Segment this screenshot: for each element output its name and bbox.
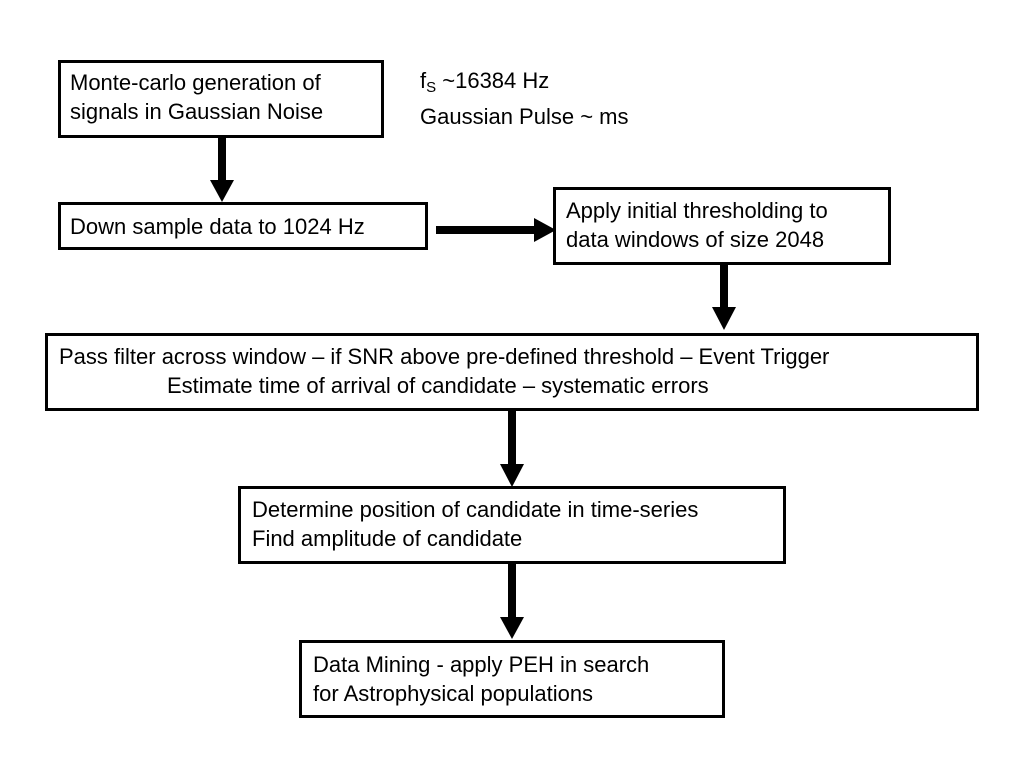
- pulse-duration: Gaussian Pulse ~ ms: [420, 104, 629, 129]
- montecarlo-line-2: signals in Gaussian Noise: [70, 99, 324, 124]
- arrow-threshold-to-filter: [712, 265, 736, 330]
- threshold-line-2: data windows of size 2048: [566, 227, 825, 252]
- mining-line-1: Data Mining - apply PEH in search: [313, 652, 650, 677]
- position-line-2: Find amplitude of candidate: [252, 526, 523, 551]
- filter-box: Pass filter across window – if SNR above…: [45, 333, 979, 411]
- downsample-box: Down sample data to 1024 Hz: [58, 202, 428, 250]
- mining-line-2: for Astrophysical populations: [313, 681, 594, 706]
- position-line-1: Determine position of candidate in time-…: [252, 497, 699, 522]
- montecarlo-line-1: Monte-carlo generation of: [70, 70, 321, 95]
- arrow-filter-to-position: [500, 410, 524, 487]
- freq-symbol: f: [420, 68, 427, 93]
- threshold-box: Apply initial thresholding to data windo…: [553, 187, 891, 265]
- position-box: Determine position of candidate in time-…: [238, 486, 786, 564]
- arrow-downsample-to-threshold: [436, 218, 556, 242]
- freq-value: ~16384 Hz: [436, 68, 550, 93]
- threshold-line-1: Apply initial thresholding to: [566, 198, 828, 223]
- downsample-line-1: Down sample data to 1024 Hz: [70, 214, 365, 239]
- arrow-position-to-mining: [500, 563, 524, 639]
- mining-box: Data Mining - apply PEH in search for As…: [299, 640, 725, 718]
- filter-line-2: Estimate time of arrival of candidate – …: [167, 373, 709, 398]
- freq-subscript: S: [426, 79, 437, 96]
- arrow-montecarlo-to-downsample: [210, 138, 234, 202]
- montecarlo-box: Monte-carlo generation of signals in Gau…: [58, 60, 384, 138]
- sampling-annotation: fS ~16384 Hz Gaussian Pulse ~ ms: [420, 66, 628, 131]
- sampling-frequency: fS ~16384 Hz: [420, 66, 628, 102]
- filter-line-1: Pass filter across window – if SNR above…: [59, 344, 830, 369]
